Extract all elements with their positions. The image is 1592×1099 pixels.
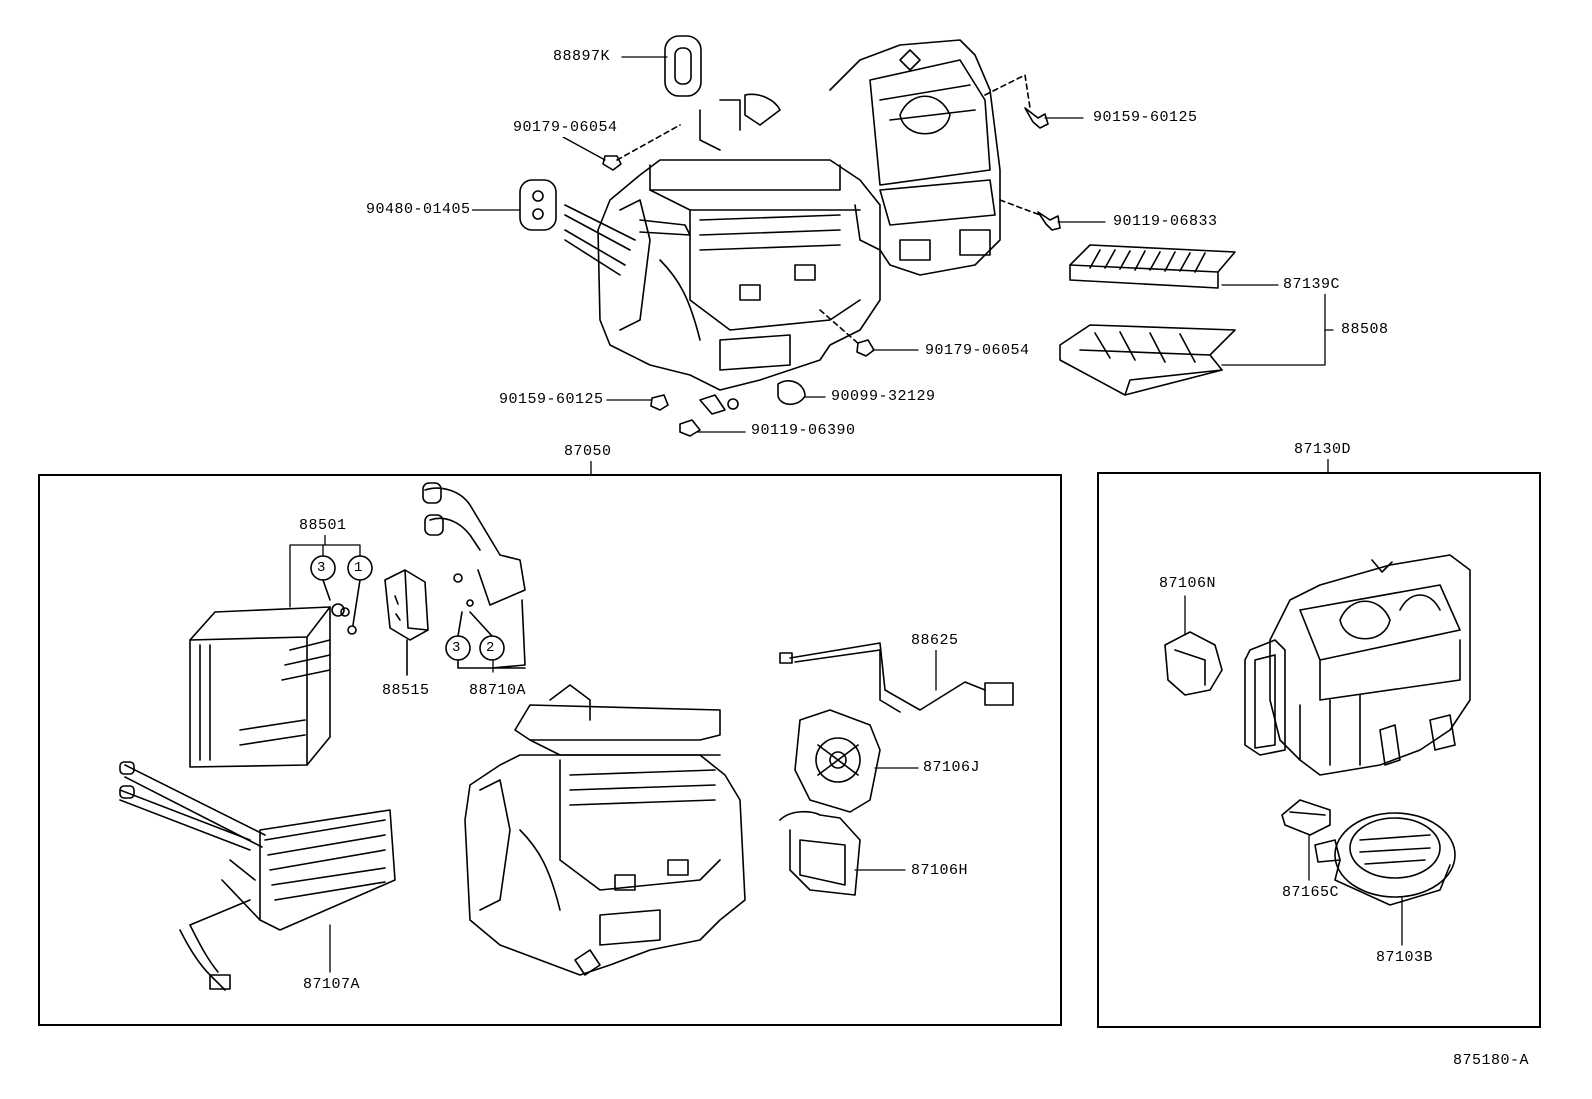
leader-lines <box>289 56 1403 973</box>
part-label-87139C[interactable]: 87139C <box>1282 276 1342 294</box>
part-label-87106N[interactable]: 87106N <box>1158 575 1218 593</box>
right-box-drawings <box>1164 554 1471 906</box>
part-label-87165C[interactable]: 87165C <box>1281 884 1341 902</box>
group-box-87130D <box>1097 472 1541 1028</box>
part-label-87107A[interactable]: 87107A <box>302 976 362 994</box>
part-label-88625[interactable]: 88625 <box>910 632 960 650</box>
top-heater-unit-drawing <box>564 39 1001 415</box>
part-label-88710A[interactable]: 88710A <box>468 682 528 700</box>
part-label-90179-06054-top[interactable]: 90179-06054 <box>512 119 619 137</box>
callout-1: 1 <box>354 560 363 576</box>
part-label-87106J[interactable]: 87106J <box>922 759 982 777</box>
part-label-88501[interactable]: 88501 <box>298 517 348 535</box>
part-label-90159-60125-left[interactable]: 90159-60125 <box>498 391 605 409</box>
part-label-88515[interactable]: 88515 <box>381 682 431 700</box>
part-label-87103B[interactable]: 87103B <box>1375 949 1435 967</box>
part-label-87106H[interactable]: 87106H <box>910 862 970 880</box>
callout-2: 2 <box>486 640 495 656</box>
top-hardware-drawings <box>519 35 1061 437</box>
part-label-90159-60125-right[interactable]: 90159-60125 <box>1092 109 1199 127</box>
part-label-90099-32129[interactable]: 90099-32129 <box>830 388 937 406</box>
part-label-90179-06054-bottom[interactable]: 90179-06054 <box>924 342 1031 360</box>
group-label-87130D[interactable]: 87130D <box>1293 441 1353 459</box>
callout-3-b: 3 <box>452 640 461 656</box>
part-label-90119-06390[interactable]: 90119-06390 <box>750 422 857 440</box>
group-label-87050[interactable]: 87050 <box>563 443 613 461</box>
part-label-90119-06833[interactable]: 90119-06833 <box>1112 213 1219 231</box>
part-label-88897K[interactable]: 88897K <box>552 48 612 66</box>
figure-code: 875180-A <box>1452 1052 1531 1070</box>
part-label-90480-01405[interactable]: 90480-01405 <box>365 201 472 219</box>
group-box-87050 <box>38 474 1062 1026</box>
left-box-drawings <box>119 482 1014 991</box>
cabin-filter-drawings <box>1059 244 1236 396</box>
callout-3-a: 3 <box>317 560 326 576</box>
part-label-88508[interactable]: 88508 <box>1340 321 1390 339</box>
